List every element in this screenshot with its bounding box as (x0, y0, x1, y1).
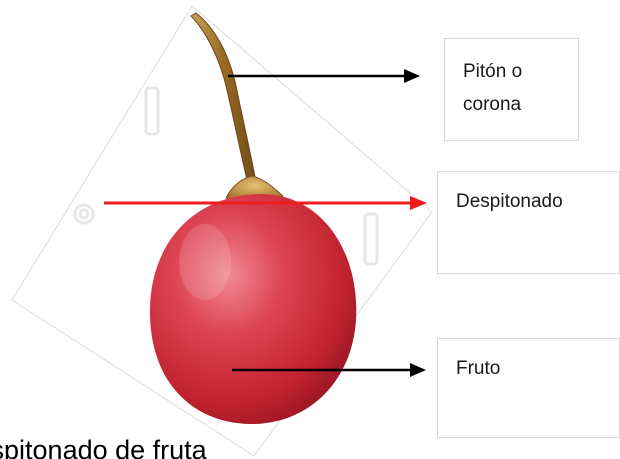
fruit-body (150, 194, 356, 424)
label-fruto: Fruto (456, 352, 500, 385)
figure-caption: Despitonado de fruta (0, 434, 207, 459)
label-box-despitonado: Despitonado (437, 171, 620, 274)
label-box-piton: Pitón o corona (444, 38, 579, 141)
label-piton: Pitón o corona (463, 55, 522, 121)
fruit-highlight (179, 224, 231, 300)
label-box-fruto: Fruto (437, 338, 620, 438)
label-despitonado: Despitonado (456, 185, 563, 218)
